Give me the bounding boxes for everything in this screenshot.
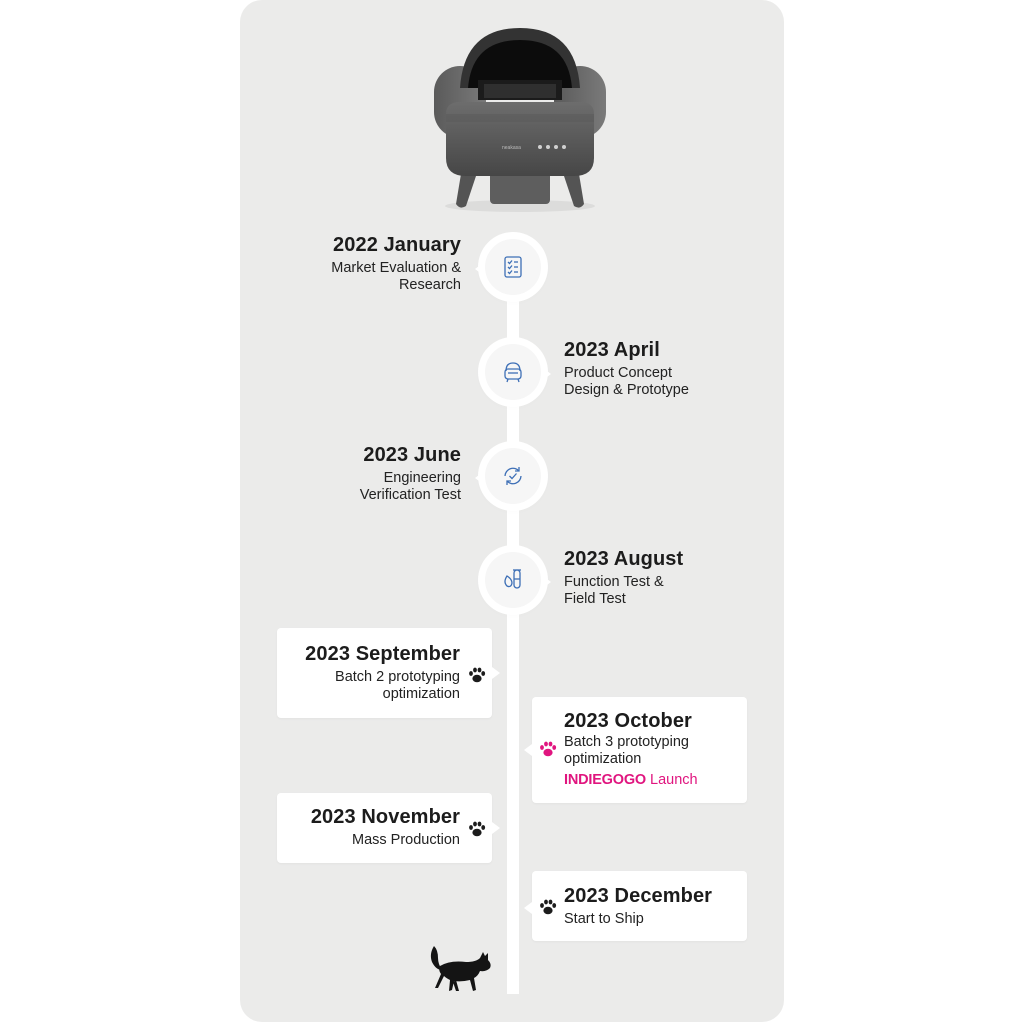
milestone-node-2	[485, 344, 551, 400]
litter-box-product-image: neakasa	[434, 28, 606, 212]
milestone-node-1	[475, 239, 541, 295]
card-2023-december: 2023 December Start to Ship	[532, 871, 747, 941]
card-desc: Mass Production	[352, 832, 460, 848]
milestone-2022-january: 2022 January Market Evaluation & Researc…	[331, 233, 461, 294]
litter-box-icon	[504, 362, 522, 383]
checklist-icon	[504, 256, 522, 278]
card-2023-september: 2023 September Batch 2 prototyping optim…	[277, 628, 492, 718]
card-desc: Batch 2 prototyping optimization	[335, 669, 460, 702]
card-title: 2023 December	[564, 885, 713, 907]
card-desc: Batch 3 prototyping optimization	[564, 734, 689, 767]
card-title: 2023 October	[564, 710, 692, 732]
timeline-panel: neakasa 2022 January Market Evaluation &…	[240, 0, 784, 1022]
timeline-track	[507, 262, 519, 994]
paw-icon	[469, 821, 486, 837]
paw-icon	[540, 899, 557, 915]
card-2023-november: 2023 November Mass Production	[277, 793, 492, 863]
card-2023-october: 2023 October Batch 3 prototyping optimiz…	[532, 697, 747, 803]
milestone-title: 2023 August	[564, 548, 684, 570]
card-title: 2023 September	[305, 643, 460, 665]
walking-cat-icon	[430, 946, 491, 991]
card-desc: Start to Ship	[564, 911, 644, 927]
milestone-2023-april: 2023 April Product Concept Design & Prot…	[564, 338, 689, 399]
milestone-desc: Product Concept Design & Prototype	[564, 365, 689, 398]
milestone-desc: Function Test & Field Test	[564, 574, 664, 607]
indiegogo-logo: INDIEGOGO	[564, 772, 646, 788]
indiegogo-launch-label: INDIEGOGO Launch	[564, 772, 698, 788]
test-tube-icon	[504, 569, 521, 589]
milestone-desc: Engineering Verification Test	[359, 470, 461, 503]
milestone-title: 2023 June	[363, 444, 461, 466]
milestone-node-3	[475, 448, 541, 504]
card-title: 2023 November	[310, 806, 460, 828]
milestone-2023-august: 2023 August Function Test & Field Test	[564, 547, 683, 608]
milestone-node-4	[485, 552, 551, 608]
paw-icon	[540, 741, 557, 757]
milestone-title: 2022 January	[333, 234, 461, 256]
paw-icon	[469, 667, 486, 683]
svg-text:neakasa: neakasa	[502, 145, 521, 151]
milestone-desc: Market Evaluation & Research	[331, 260, 461, 293]
cycle-check-icon	[504, 467, 522, 485]
milestone-title: 2023 April	[564, 339, 660, 361]
milestone-2023-june: 2023 June Engineering Verification Test	[360, 443, 461, 504]
